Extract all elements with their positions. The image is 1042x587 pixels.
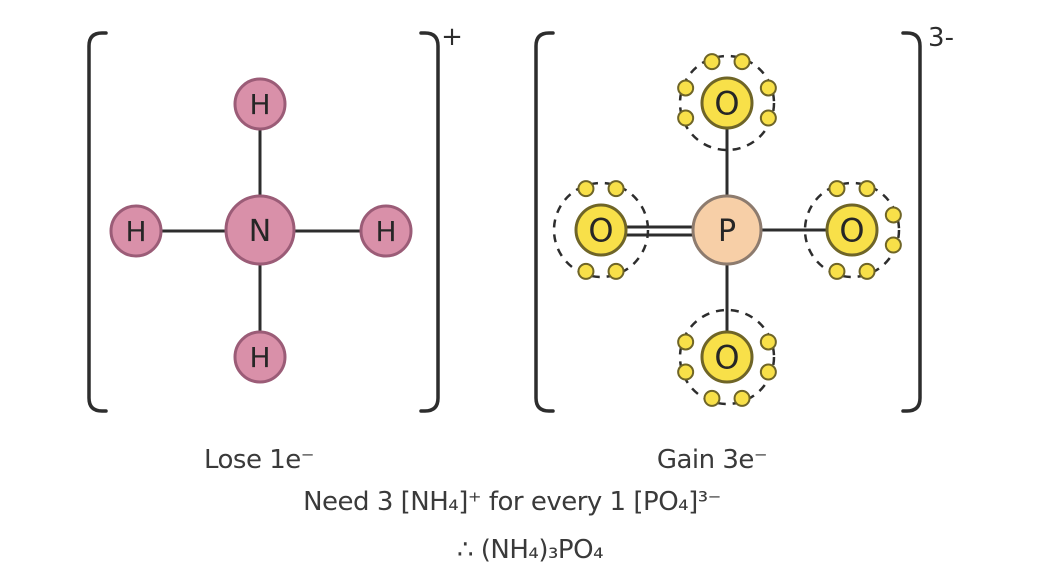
hydrogen-atom-label: H — [375, 215, 396, 248]
phosphate-right-bracket — [901, 31, 922, 413]
electron-shell-dashed-circle — [552, 181, 650, 279]
phosphate-left-bracket — [534, 31, 555, 413]
oxygen-atom — [574, 203, 628, 257]
hydrogen-atom-label: H — [125, 215, 146, 248]
electron-dot — [677, 333, 695, 351]
electron-dot — [759, 333, 777, 351]
oxygen-atom-label: O — [839, 212, 864, 250]
oxygen-atom-label: O — [714, 85, 739, 123]
conclusion-text-group: Need 3 [NH₄]⁺ for every 1 [PO₄]³⁻ ∴ (NH₄… — [303, 487, 721, 565]
oxygen-atom-label: O — [714, 339, 739, 377]
phosphate-charge-superscript: 3- — [928, 23, 954, 53]
hydrogen-atom — [109, 204, 163, 258]
ammonium-right-bracket — [419, 31, 440, 413]
hydrogen-atom — [233, 330, 287, 384]
electron-dot — [677, 363, 695, 381]
hydrogen-atom — [359, 204, 413, 258]
ammonium-ion-group: + N H H H H Lose 1e⁻ — [87, 22, 463, 475]
nitrogen-atom — [224, 194, 296, 266]
hydrogen-atom-label: H — [249, 341, 270, 374]
oxygen-atom — [825, 203, 879, 257]
electron-dot — [677, 109, 695, 127]
hydrogen-atom-label: H — [249, 88, 270, 121]
formula-statement: ∴ (NH₄)₃PO₄ — [457, 535, 603, 565]
electron-dot — [884, 206, 902, 224]
oxygen-atom — [700, 76, 754, 130]
electron-dot — [759, 109, 777, 127]
electron-dot — [577, 262, 595, 280]
electron-shell-dashed-circle — [678, 54, 776, 152]
electron-shell-dashed-circle — [678, 308, 776, 406]
ratio-statement: Need 3 [NH₄]⁺ for every 1 [PO₄]³⁻ — [303, 487, 721, 517]
electron-dot — [577, 180, 595, 198]
ammonium-left-bracket — [87, 31, 108, 413]
electron-dot — [828, 262, 846, 280]
electron-dot — [703, 389, 721, 407]
electron-dot — [733, 389, 751, 407]
electron-dot — [607, 180, 625, 198]
electron-shell-dashed-circle — [803, 181, 901, 279]
electron-dot — [858, 262, 876, 280]
phosphorus-atom — [691, 194, 763, 266]
electron-dot — [607, 262, 625, 280]
electron-dot — [828, 180, 846, 198]
electron-dot — [884, 236, 902, 254]
oxygen-atom-label: O — [588, 212, 613, 250]
phosphate-caption: Gain 3e⁻ — [657, 445, 767, 475]
ammonium-charge-superscript: + — [441, 22, 463, 52]
electron-dot — [703, 53, 721, 71]
electron-dot — [858, 180, 876, 198]
oxygen-atom — [700, 330, 754, 384]
phosphate-structure: O O O O P — [552, 53, 902, 407]
nitrogen-atom-label: N — [249, 214, 271, 249]
electron-dot — [677, 79, 695, 97]
electron-dot — [759, 79, 777, 97]
phosphate-ion-group: 3- O O O O P Gain 3e⁻ — [534, 23, 954, 475]
hydrogen-atom — [233, 77, 287, 131]
ammonium-caption: Lose 1e⁻ — [204, 445, 314, 475]
electron-dot — [759, 363, 777, 381]
ammonium-structure: N H H H H — [109, 77, 413, 384]
phosphorus-atom-label: P — [718, 214, 736, 249]
electron-dot — [733, 53, 751, 71]
